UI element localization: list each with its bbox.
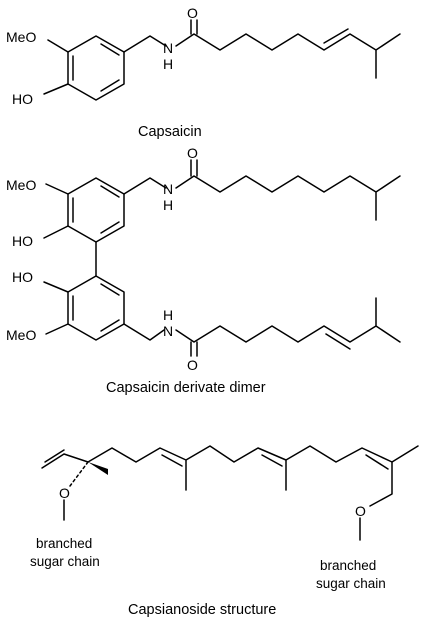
- capsianoside-sugar-right-line1: branched: [320, 558, 376, 573]
- capsaicin-nitrogen-label: N: [163, 40, 173, 56]
- capsaicin-acyl-chain: [175, 33, 401, 79]
- capsianoside-structure: O O branched sugar chain branched sugar …: [30, 445, 419, 618]
- capsianoside-stereo-wedge: [88, 462, 108, 475]
- dimer-hydrogen-top-label: H: [163, 197, 173, 213]
- dimer-oxygen-bottom-label: O: [187, 357, 198, 373]
- dimer-hydroxy-top-bond: [43, 225, 69, 239]
- capsaicin-structure: MeO HO O N H Capsaicin: [6, 5, 401, 140]
- dimer-methoxy-bottom-label: MeO: [6, 327, 36, 343]
- capsianoside-vinyl-bond: [41, 453, 89, 469]
- dimer-methoxy-top-bond: [45, 183, 69, 195]
- dimer-bottom-acyl-chain: [175, 297, 401, 343]
- dimer-bottom-carbonyl-bond: [190, 341, 198, 357]
- dimer-hydroxy-bottom-bond: [43, 281, 69, 293]
- capsaicin-methoxy-label: MeO: [6, 29, 36, 45]
- capsianoside-sugar-left-line2: sugar chain: [30, 554, 100, 569]
- dimer-top-ring-double-bonds: [72, 185, 120, 234]
- capsianoside-right-ch2-bond: [369, 461, 393, 507]
- capsaicin-caption: Capsaicin: [138, 124, 202, 140]
- capsaicin-ring-double-bonds: [72, 43, 120, 92]
- capsianoside-alkene-1: [161, 454, 183, 467]
- dimer-hydroxy-bottom-label: HO: [12, 269, 33, 285]
- capsianoside-caption: Capsianoside structure: [128, 602, 276, 618]
- capsaicin-oxygen-label: O: [187, 5, 198, 21]
- dimer-bottom-amide-chain: [123, 323, 165, 341]
- dimer-methoxy-top-label: MeO: [6, 177, 36, 193]
- capsianoside-stereo-dash: [69, 461, 89, 487]
- capsianoside-oxygen-left-label: O: [59, 485, 70, 501]
- capsaicin-methoxy-bond: [47, 39, 69, 53]
- dimer-structure: MeO HO HO MeO O N H H N O Capsaicin deri…: [6, 145, 401, 396]
- capsaicin-carbonyl-bond: [190, 19, 198, 35]
- dimer-hydroxy-top-label: HO: [12, 233, 33, 249]
- dimer-bottom-trans-double-bond: [325, 333, 351, 350]
- capsianoside-sugar-left-line1: branched: [36, 536, 92, 551]
- dimer-top-amide-chain: [123, 177, 167, 195]
- dimer-methoxy-bottom-bond: [45, 323, 69, 335]
- capsaicin-amide-chain: [123, 35, 167, 53]
- capsianoside-main-chain: [87, 445, 419, 491]
- dimer-top-acyl-chain: [175, 175, 401, 221]
- capsaicin-ring: [67, 35, 125, 101]
- capsianoside-sugar-right-line2: sugar chain: [316, 576, 386, 591]
- capsaicin-hydroxy-label: HO: [12, 91, 33, 107]
- dimer-caption: Capsaicin derivate dimer: [106, 380, 266, 396]
- capsianoside-alkene-2: [261, 454, 283, 467]
- capsianoside-alkene-3: [365, 454, 389, 470]
- dimer-bottom-ring: [67, 275, 125, 341]
- dimer-bottom-ring-double-bonds: [72, 283, 120, 332]
- capsianoside-oxygen-right-label: O: [355, 503, 366, 519]
- capsaicin-hydroxy-bond: [43, 83, 69, 95]
- capsaicin-trans-double-bond: [323, 28, 349, 44]
- dimer-hydrogen-bottom-label: H: [163, 307, 173, 323]
- dimer-top-ring: [67, 177, 125, 243]
- dimer-oxygen-top-label: O: [187, 145, 198, 161]
- dimer-nitrogen-top-label: N: [163, 181, 173, 197]
- capsaicin-hydrogen-label: H: [163, 56, 173, 72]
- dimer-top-carbonyl-bond: [190, 159, 198, 177]
- dimer-nitrogen-bottom-label: N: [163, 323, 173, 339]
- capsianoside-vinyl-double-bond: [44, 449, 65, 463]
